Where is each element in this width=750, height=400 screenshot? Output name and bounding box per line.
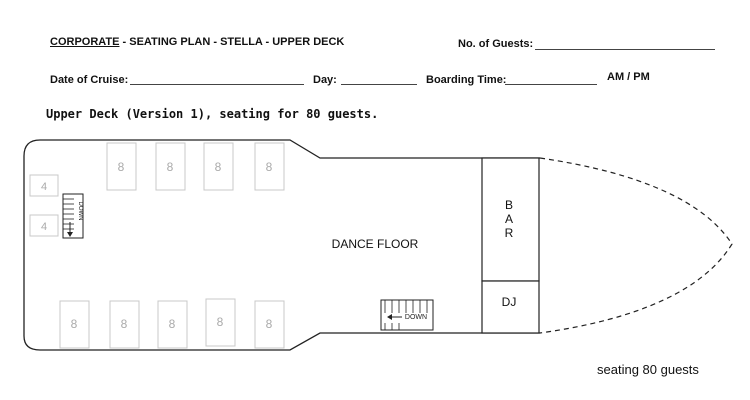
bottom-stairs[interactable]: DOWN (380, 299, 434, 331)
table-side-1[interactable] (29, 174, 59, 197)
day-label: Day: (313, 74, 337, 86)
table-bottom-2-label: 8 (121, 317, 128, 331)
guests-field[interactable] (535, 49, 715, 50)
guests-label: No. of Guests: (458, 38, 534, 50)
left-stairs[interactable]: DOWN (62, 193, 84, 239)
bottom-stairs-arrowhead-icon (387, 314, 392, 320)
table-top-4-label: 8 (266, 160, 273, 174)
left-stairs-arrowhead-icon (67, 232, 73, 237)
side-tables: 4 4 (29, 174, 59, 237)
document-title: CORPORATE - SEATING PLAN - STELLA - UPPE… (50, 36, 344, 48)
dance-floor-label: DANCE FLOOR (332, 237, 419, 251)
title-rest: - SEATING PLAN - STELLA - UPPER DECK (119, 36, 345, 48)
bottom-stairs-label: DOWN (405, 314, 427, 321)
bar-letter-r: R (505, 226, 514, 240)
boarding-field[interactable] (505, 84, 597, 85)
date-field[interactable] (130, 84, 304, 85)
left-stairs-label: DOWN (77, 202, 83, 221)
title-corporate: CORPORATE (50, 36, 120, 48)
table-top-2[interactable] (155, 142, 186, 191)
table-bottom-5-label: 8 (266, 317, 273, 331)
dj-label: DJ (502, 295, 517, 309)
bar[interactable] (481, 157, 540, 282)
table-top-1[interactable] (106, 142, 137, 191)
table-bottom-5[interactable] (254, 300, 285, 349)
bar-letter-b: B (505, 198, 513, 212)
am-pm-label: AM / PM (607, 71, 650, 83)
table-side-1-label: 4 (41, 181, 47, 193)
table-side-2[interactable] (29, 214, 59, 237)
table-bottom-4[interactable] (205, 298, 236, 347)
table-bottom-1[interactable] (59, 300, 90, 349)
table-bottom-2[interactable] (109, 300, 140, 349)
table-top-3[interactable] (203, 142, 234, 191)
dj-booth[interactable] (481, 280, 540, 334)
table-side-2-label: 4 (41, 221, 47, 233)
top-tables: 8 8 8 8 (106, 142, 285, 191)
bottom-tables: 8 8 8 8 8 (59, 298, 285, 349)
table-top-3-label: 8 (215, 160, 222, 174)
table-bottom-1-label: 8 (71, 317, 78, 331)
table-bottom-3-label: 8 (169, 317, 176, 331)
bar-letter-a: A (505, 212, 513, 226)
date-label: Date of Cruise: (50, 74, 129, 86)
table-top-1-label: 8 (118, 160, 125, 174)
bow-outline (539, 157, 733, 334)
table-bottom-3[interactable] (157, 300, 188, 349)
table-top-4[interactable] (254, 142, 285, 191)
day-field[interactable] (341, 84, 417, 85)
table-top-2-label: 8 (167, 160, 174, 174)
footer-note: seating 80 guests (597, 362, 699, 377)
plan-subtitle: Upper Deck (Version 1), seating for 80 g… (46, 107, 379, 121)
table-bottom-4-label: 8 (217, 315, 224, 329)
hull-outline (23, 139, 540, 351)
boarding-label: Boarding Time: (426, 74, 507, 86)
